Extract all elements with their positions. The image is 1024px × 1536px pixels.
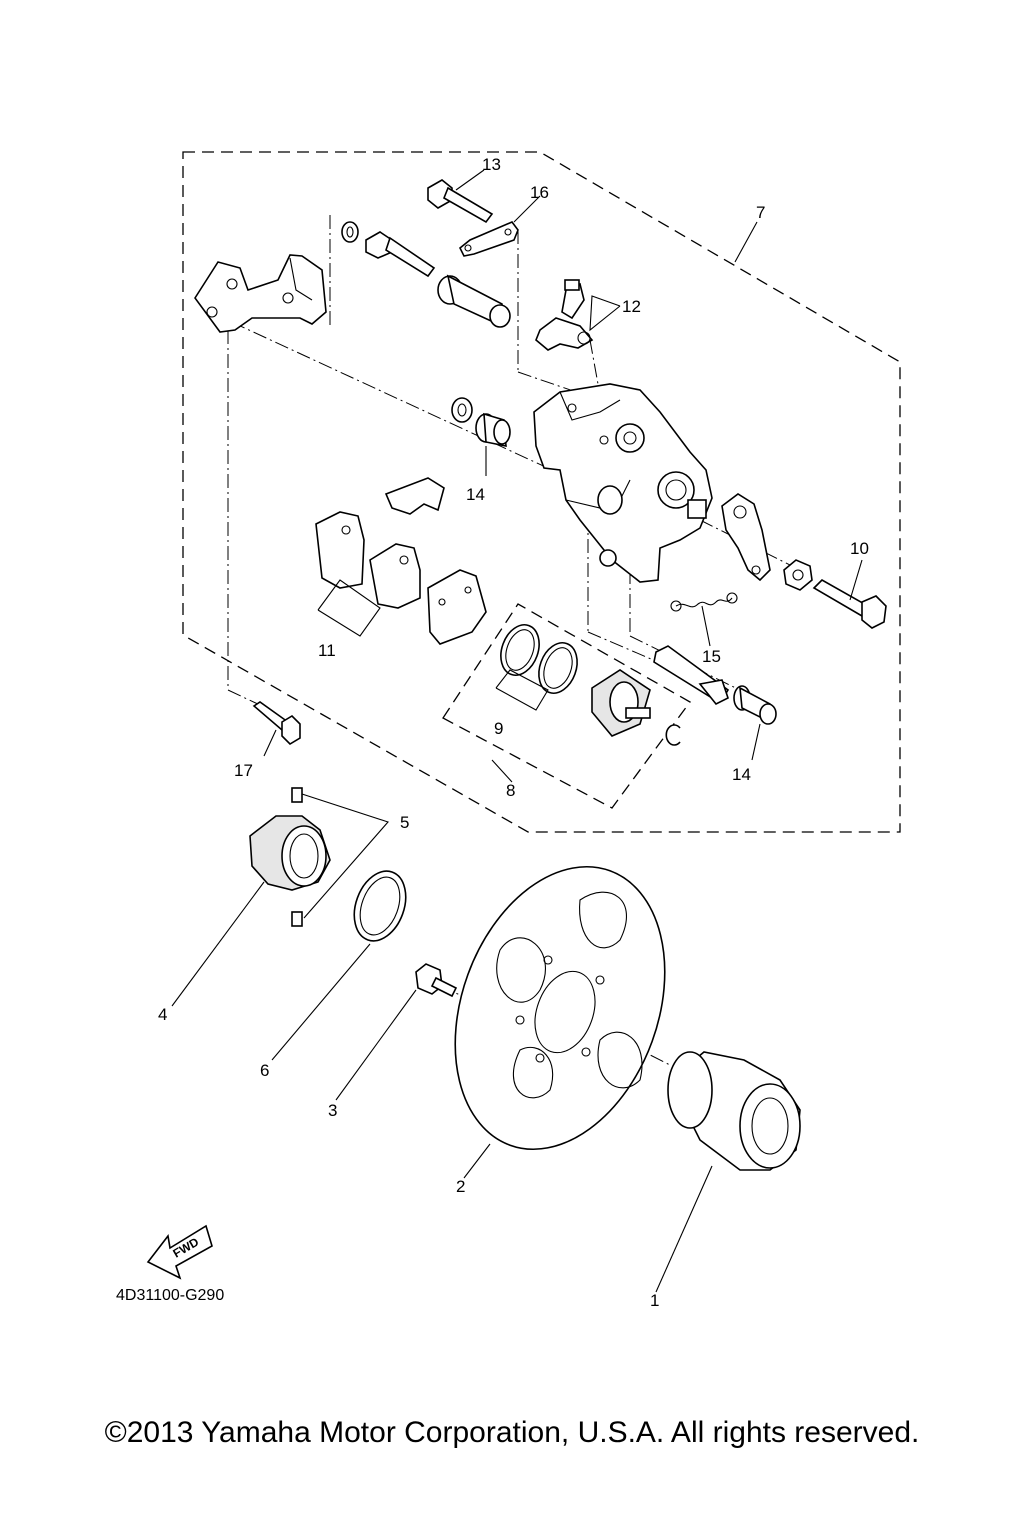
pin-bolt-13	[427, 179, 494, 224]
copyright-notice: ©2013 Yamaha Motor Corporation, U.S.A. A…	[104, 1416, 920, 1449]
bolt-10	[812, 579, 887, 629]
lower-slide-pin	[653, 645, 730, 706]
retaining-plate-16	[458, 221, 519, 257]
callout-9: 9	[494, 719, 503, 738]
pin-washer	[341, 221, 359, 243]
piston-seal-b	[538, 642, 578, 694]
piston	[591, 669, 651, 737]
forward-arrow-icon: FWD	[146, 1224, 213, 1280]
brake-lever	[721, 493, 771, 582]
caliper-body	[533, 383, 713, 583]
pad-shim	[427, 569, 487, 645]
bleeder-valve-12	[535, 279, 594, 351]
bolt-17	[252, 701, 301, 746]
caliper-assembly-boundary	[182, 151, 901, 833]
callout-5: 5	[400, 813, 409, 832]
brake-pad-a	[315, 511, 365, 589]
slide-pin	[365, 231, 436, 278]
pin-boot	[437, 274, 511, 328]
pad-spring	[384, 477, 445, 515]
set-screw-bottom	[291, 911, 303, 927]
diagram-code: 4D31100-G290	[116, 1287, 224, 1304]
brake-disc-2	[454, 865, 666, 1151]
spacer-ring-6	[353, 870, 407, 942]
callout-14-lower: 14	[732, 765, 751, 784]
leader-lines	[171, 169, 863, 1293]
disc-bolt-3	[415, 963, 458, 998]
piston-seal-a	[500, 624, 540, 676]
wheel-hub-1	[667, 1051, 801, 1171]
callout-12: 12	[622, 297, 641, 316]
circlip	[665, 724, 681, 746]
nut	[783, 559, 813, 591]
boot-14-lower	[733, 685, 777, 725]
callout-2: 2	[456, 1177, 465, 1196]
callout-4: 4	[158, 1005, 167, 1024]
callout-14-upper: 14	[466, 485, 485, 504]
callout-15: 15	[702, 647, 721, 666]
callout-labels: 1 2 3 4 5 6 7 8 9 10 11 12 13 14 14 15 1…	[158, 155, 869, 1310]
callout-3: 3	[328, 1101, 337, 1120]
collar-4	[249, 815, 331, 891]
callout-17: 17	[234, 761, 253, 780]
callout-7: 7	[756, 203, 765, 222]
callout-13: 13	[482, 155, 501, 174]
callout-11: 11	[318, 641, 336, 660]
seal-washer	[451, 397, 473, 423]
return-spring-15	[670, 592, 738, 612]
set-screw-top	[291, 787, 303, 803]
callout-16: 16	[530, 183, 549, 202]
callout-6: 6	[260, 1061, 269, 1080]
boot-14-upper	[475, 412, 511, 447]
centerline-bolt-17	[227, 689, 263, 707]
centerline-bracket-pin	[209, 311, 553, 471]
callout-8: 8	[506, 781, 515, 800]
callout-10: 10	[850, 539, 869, 558]
brake-pad-b	[369, 543, 421, 609]
callout-1: 1	[650, 1291, 659, 1310]
piston-kit-boundary	[442, 603, 691, 809]
caliper-bracket	[194, 254, 327, 333]
